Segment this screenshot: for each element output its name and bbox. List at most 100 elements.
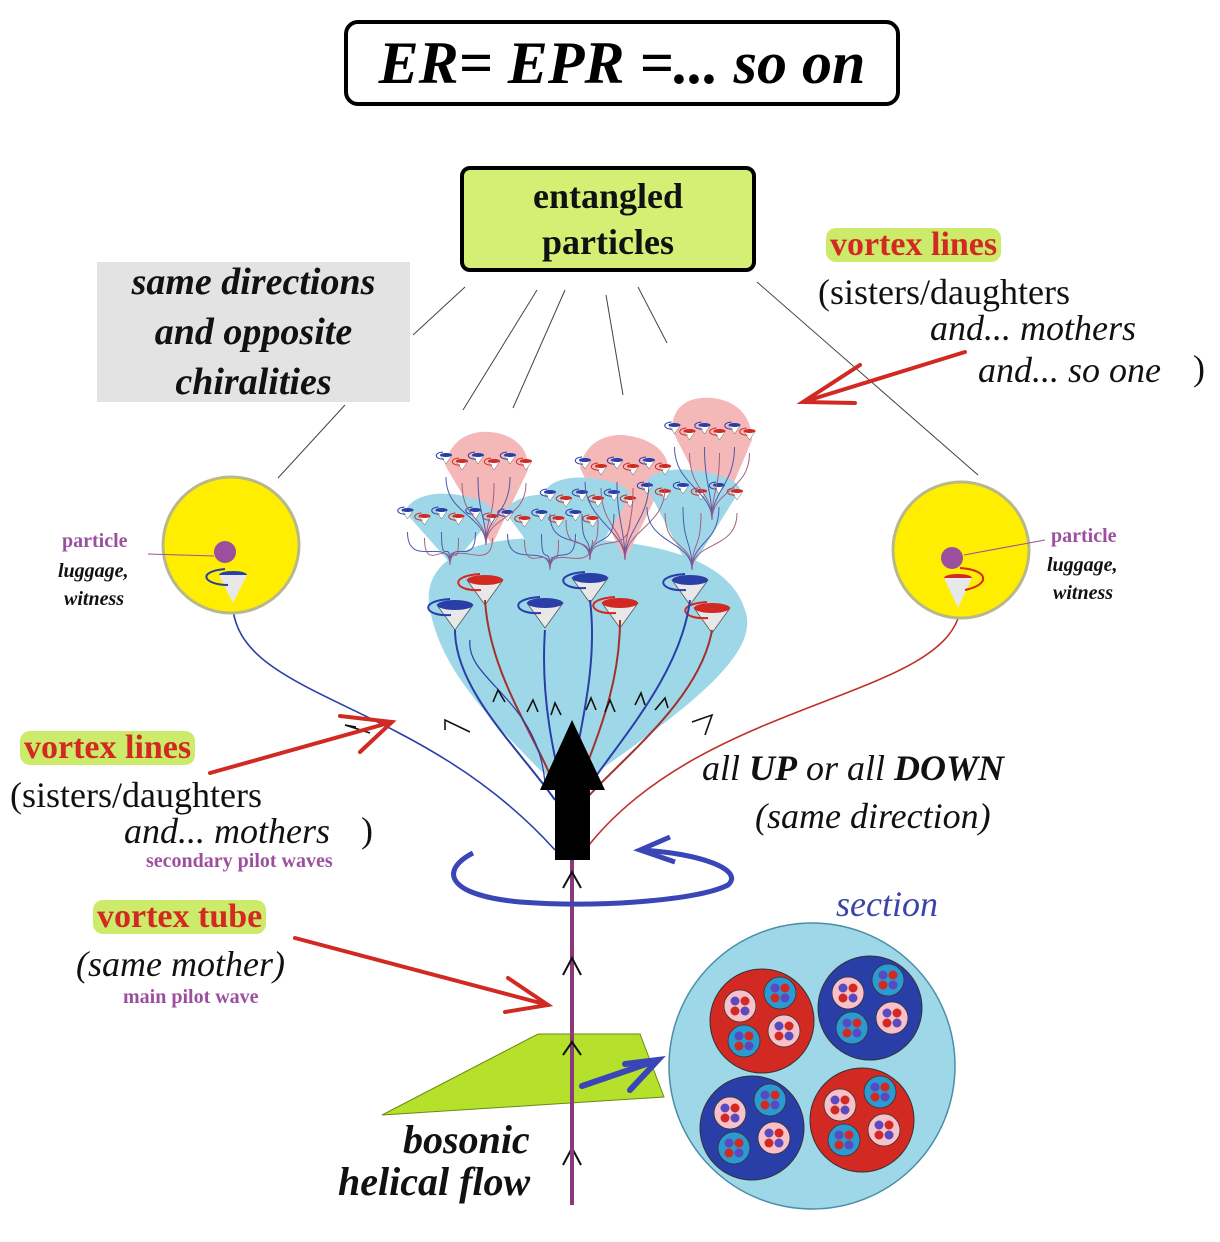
- medium-cone: [427, 598, 474, 631]
- same-directions-line3: chiralities: [175, 361, 332, 403]
- big-up-arrow: [540, 720, 605, 860]
- fiber: [507, 533, 551, 571]
- section-label: section: [836, 884, 938, 924]
- direction-down: DOWN: [894, 748, 1005, 788]
- section-cluster: [699, 1075, 805, 1181]
- section-cluster: [709, 968, 815, 1074]
- fiber: [485, 482, 527, 546]
- vortex-tube-line1: (same mother): [76, 944, 285, 984]
- particle-right-line1: luggage,: [1047, 554, 1118, 576]
- direction-pre: all: [702, 748, 750, 788]
- same-directions-line2: and opposite: [154, 311, 353, 353]
- mini-cone: [431, 506, 448, 520]
- mini-cone: [622, 462, 640, 476]
- left-particle-bubble: [147, 475, 301, 615]
- same-directions-box: same directions and opposite chiralities: [97, 261, 410, 403]
- bosonic-plane: [381, 1033, 665, 1116]
- fiber: [541, 533, 551, 571]
- mini-cone: [397, 506, 414, 520]
- page-title: ER= EPR =... so on: [378, 29, 866, 96]
- mini-cone: [679, 427, 696, 441]
- fiber: [691, 512, 738, 571]
- fiber: [624, 481, 650, 561]
- secondary-pilot-waves-label: secondary pilot waves: [146, 850, 333, 872]
- vortex-lines-right-label: vortex lines: [826, 228, 1002, 262]
- cross-section: [668, 922, 956, 1210]
- mini-cone: [483, 457, 501, 471]
- mini-cone: [467, 451, 485, 465]
- fiber: [524, 539, 551, 571]
- particle-left-line1: luggage,: [58, 560, 129, 582]
- mini-cone: [664, 421, 681, 435]
- title-box: ER= EPR =... so on: [344, 20, 900, 106]
- fiber: [711, 452, 750, 521]
- medium-cone: [662, 573, 709, 606]
- particle-left-line2: witness: [64, 588, 125, 610]
- same-directions-line1: same directions: [131, 261, 376, 303]
- direction-mid: or all: [797, 748, 895, 788]
- entangled-line2: particles: [542, 222, 674, 262]
- vortex-lines-left-line2: and... mothers: [124, 811, 330, 851]
- vortex-lines-left-label: vortex lines: [20, 731, 196, 765]
- mini-cone: [582, 514, 599, 528]
- mini-cone: [638, 456, 656, 470]
- fiber: [691, 506, 720, 571]
- vortex-tube-label: vortex tube: [93, 900, 267, 934]
- mini-cone: [531, 508, 548, 522]
- mini-cone: [724, 421, 741, 435]
- particle-left-label: particle: [62, 530, 128, 552]
- mini-cone: [499, 451, 517, 465]
- mini-cone: [451, 457, 469, 471]
- mini-cone: [590, 462, 608, 476]
- mini-cone: [636, 481, 654, 495]
- fiber: [624, 487, 666, 561]
- mini-cone: [709, 427, 726, 441]
- mini-cone: [672, 481, 690, 495]
- fiber: [584, 481, 626, 561]
- mini-cone: [739, 427, 756, 441]
- mini-cone: [435, 451, 453, 465]
- right-particle-bubble: [891, 480, 1046, 620]
- mini-cone: [539, 488, 557, 502]
- section-cluster: [817, 955, 923, 1061]
- mini-cone: [587, 494, 605, 508]
- main-pilot-wave-label: main pilot wave: [123, 986, 259, 1008]
- direction-up: UP: [749, 748, 798, 788]
- fiber: [485, 476, 511, 546]
- mini-cone: [654, 462, 672, 476]
- medium-cone: [562, 571, 609, 604]
- direction-line1: all UP or all DOWN: [702, 750, 1004, 786]
- direction-line2: (same direction): [755, 796, 991, 836]
- medium-cones: [427, 571, 731, 634]
- mini-cone: [571, 488, 589, 502]
- mini-cone: [514, 514, 531, 528]
- plane-arrow: [579, 1056, 666, 1093]
- fiber: [589, 519, 631, 561]
- vortex-lines-right-line3: and... so one: [978, 350, 1161, 390]
- fiber: [441, 531, 451, 566]
- mini-cone: [448, 512, 465, 526]
- fiber: [565, 519, 591, 561]
- fiber: [407, 531, 451, 566]
- fiber: [646, 506, 693, 571]
- mini-cone: [548, 514, 565, 528]
- vortex-lines-left-close: ): [361, 810, 373, 850]
- vortex-dome: [428, 537, 748, 800]
- rotation-arrowhead: [633, 834, 676, 865]
- connector-lines: [277, 281, 979, 479]
- bosonic-line1: bosonic: [403, 1117, 530, 1162]
- vortex-lines-left-line1: (sisters/daughters: [10, 775, 262, 815]
- mini-cone: [606, 456, 624, 470]
- vortex-lines-right-line1: (sisters/daughters: [818, 272, 1070, 312]
- medium-cone: [684, 601, 731, 634]
- entangled-line1: entangled: [532, 176, 683, 216]
- fiber: [445, 476, 487, 546]
- mini-cone: [694, 421, 711, 435]
- mini-cone: [555, 494, 573, 508]
- fiber: [682, 506, 693, 571]
- entangled-particles-box: entangled particles: [460, 166, 756, 272]
- section-cluster: [809, 1067, 915, 1173]
- cone-fibers: [407, 446, 750, 571]
